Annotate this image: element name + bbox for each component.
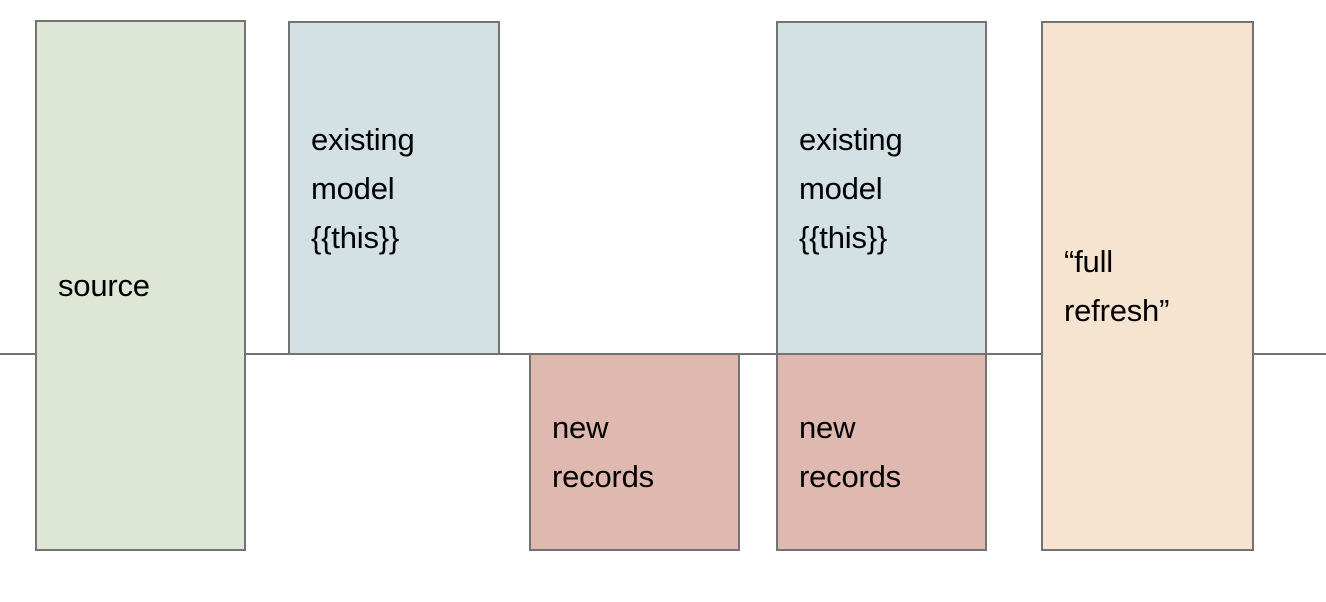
box-existing-model-1-line-2: model xyxy=(311,170,395,206)
box-full-refresh-line-2: refresh” xyxy=(1064,293,1170,328)
box-new-records-1-line-2: records xyxy=(552,459,654,494)
box-existing-model-1-line-3: {{this}} xyxy=(311,219,400,255)
box-existing-model-1-line-1: existing xyxy=(311,121,415,157)
box-existing-model-2-line-2: model xyxy=(799,170,883,206)
box-new-records-2-line-1: new xyxy=(799,410,856,445)
box-source[interactable]: source xyxy=(35,20,246,551)
box-new-records-2[interactable]: new records xyxy=(776,353,987,551)
box-full-refresh-line-1: “full xyxy=(1064,244,1113,279)
box-full-refresh[interactable]: “full refresh” xyxy=(1041,21,1254,551)
box-new-records-1[interactable]: new records xyxy=(529,353,740,551)
box-existing-model-2[interactable]: existing model {{this}} xyxy=(776,21,987,355)
box-source-line-1: source xyxy=(58,268,150,303)
box-existing-model-2-line-1: existing xyxy=(799,121,903,157)
box-existing-model-2-line-3: {{this}} xyxy=(799,219,888,255)
box-new-records-1-line-1: new xyxy=(552,410,609,445)
box-existing-model-1[interactable]: existing model {{this}} xyxy=(288,21,500,355)
box-new-records-2-line-2: records xyxy=(799,459,901,494)
